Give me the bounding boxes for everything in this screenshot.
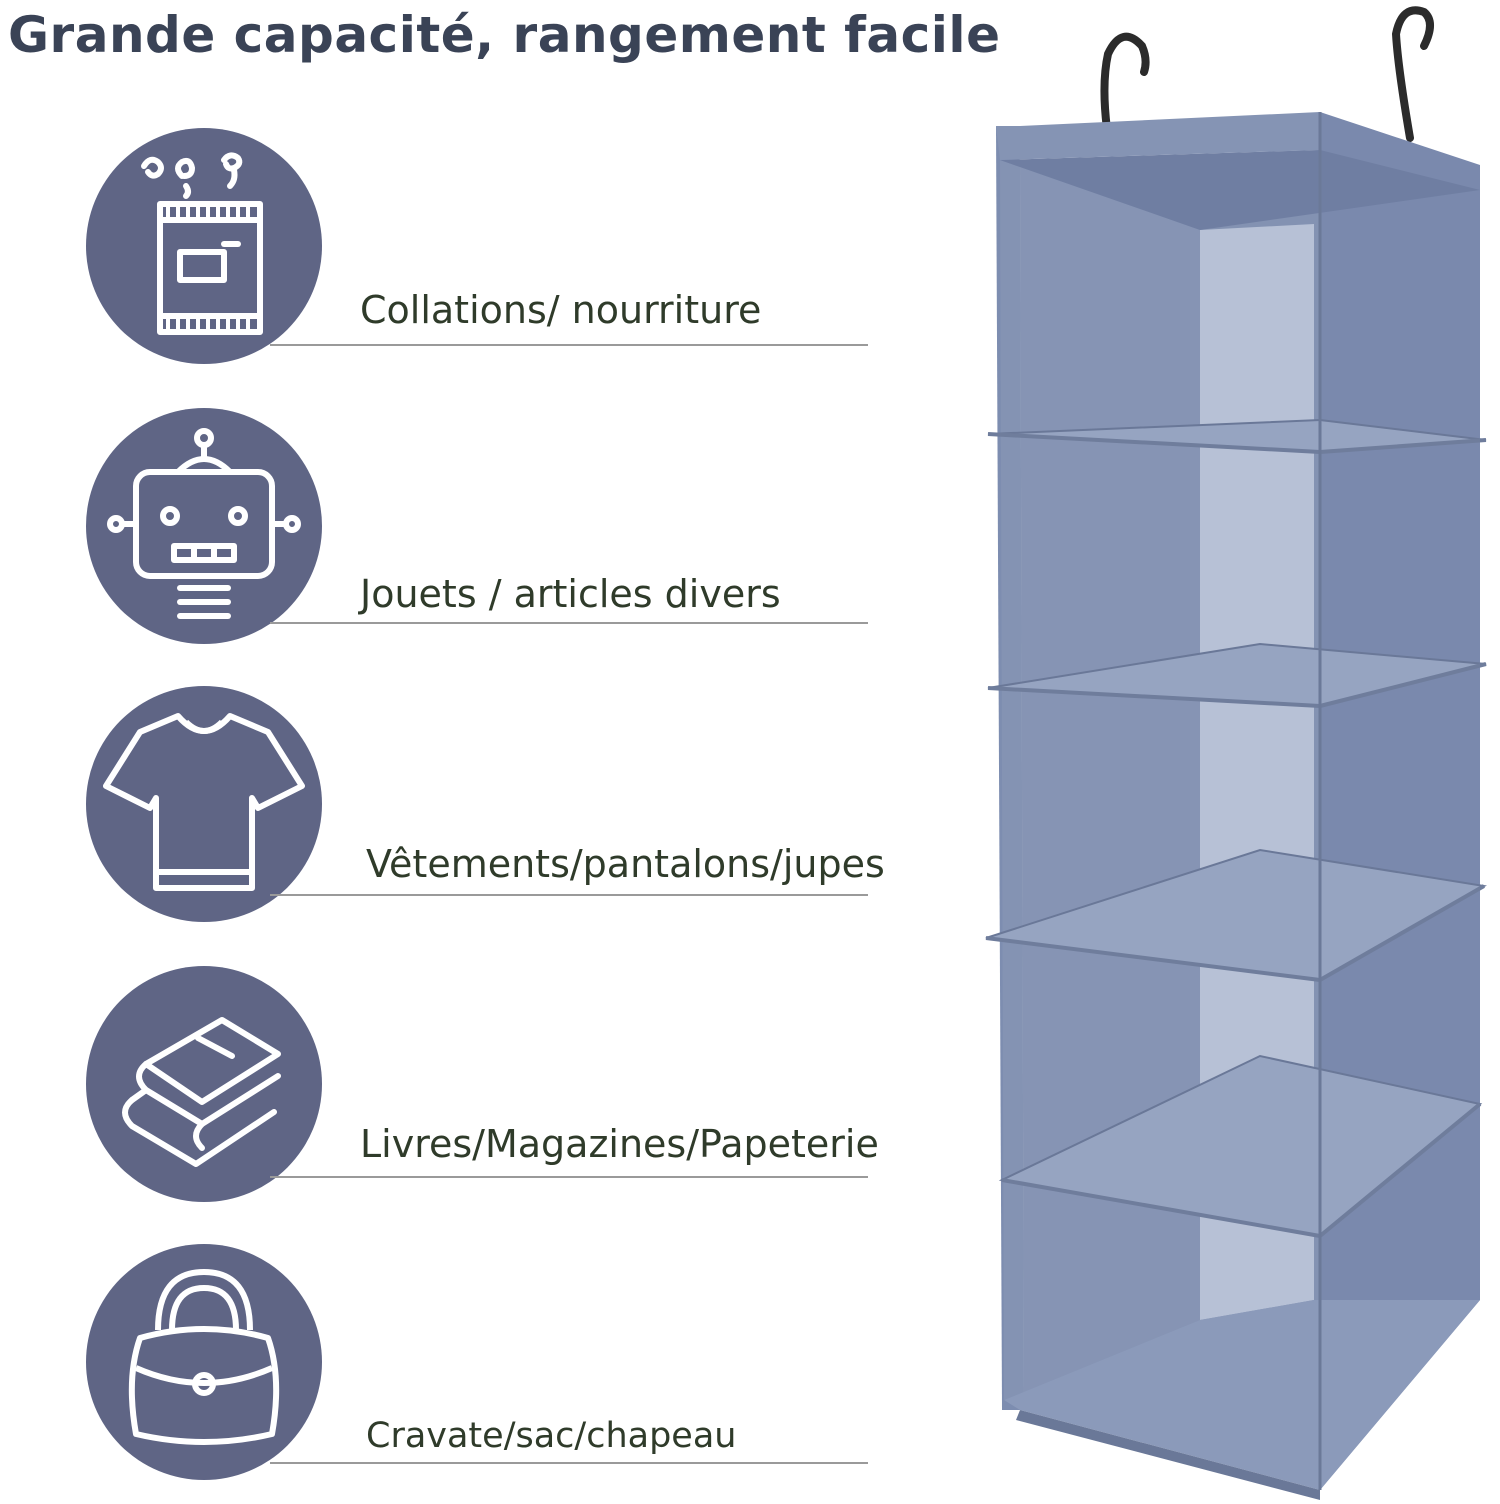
feature-item-accessories: Cravate/sac/chapeau xyxy=(0,1244,960,1484)
hook-left xyxy=(1100,32,1150,154)
page-title: Grande capacité, rangement facile xyxy=(8,6,1001,64)
divider xyxy=(270,1176,868,1178)
snack-bag-icon xyxy=(86,128,322,364)
feature-label: Livres/Magazines/Papeterie xyxy=(360,1122,879,1166)
books-icon xyxy=(86,966,322,1202)
feature-item-snacks: Collations/ nourriture xyxy=(0,128,960,368)
handbag-icon xyxy=(86,1244,322,1480)
feature-label: Collations/ nourriture xyxy=(360,288,762,332)
hook-right xyxy=(1391,6,1434,142)
divider xyxy=(270,894,868,896)
divider xyxy=(270,622,868,624)
feature-label: Vêtements/pantalons/jupes xyxy=(366,842,885,886)
feature-label: Cravate/sac/chapeau xyxy=(366,1416,737,1456)
divider xyxy=(270,344,868,346)
divider xyxy=(270,1462,868,1464)
tshirt-icon xyxy=(86,686,322,922)
hanging-organizer-image xyxy=(960,0,1500,1500)
feature-label: Jouets / articles divers xyxy=(360,572,781,616)
feature-item-books: Livres/Magazines/Papeterie xyxy=(0,966,960,1206)
feature-item-clothes: Vêtements/pantalons/jupes xyxy=(0,686,960,926)
feature-item-toys: Jouets / articles divers xyxy=(0,408,960,648)
robot-toy-icon xyxy=(86,408,322,644)
